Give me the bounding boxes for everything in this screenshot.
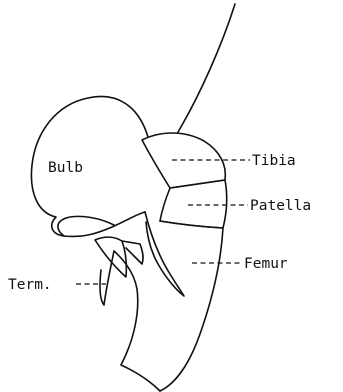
term-label: Term. xyxy=(8,277,52,293)
patella-segment xyxy=(160,180,227,228)
seta-line xyxy=(178,4,235,132)
patella-label: Patella xyxy=(250,198,311,214)
embolus-curve xyxy=(145,212,184,296)
femur-label: Femur xyxy=(244,256,288,272)
femur-segment xyxy=(160,221,223,391)
tibia-label: Tibia xyxy=(252,153,296,169)
bulb-label: Bulb xyxy=(48,160,83,176)
bulb-inner-curve xyxy=(58,216,114,236)
terminal-stalk xyxy=(100,251,114,305)
